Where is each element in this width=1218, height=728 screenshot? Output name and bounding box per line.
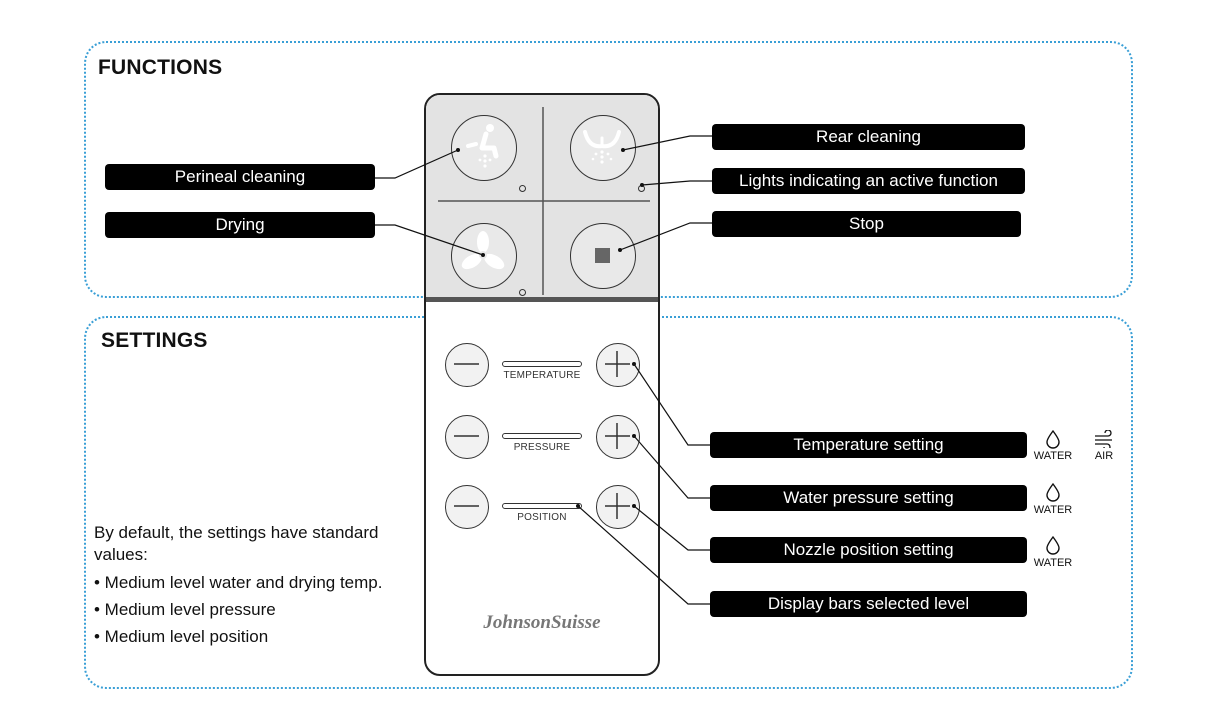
display-bars-label: Display bars selected level	[710, 591, 1027, 617]
temperature-level-bar	[502, 361, 582, 367]
temperature-setting-label: Temperature setting	[710, 432, 1027, 458]
minus-icon	[454, 363, 479, 365]
fan-icon	[461, 231, 505, 270]
perineal-cleaning-button[interactable]	[451, 115, 517, 181]
minus-icon	[454, 505, 479, 507]
defaults-item-position: • Medium level position	[94, 627, 269, 646]
position-caption: POSITION	[517, 512, 567, 523]
pressure-minus-button[interactable]	[445, 415, 489, 459]
brand-logo: JohnsonSuisse	[483, 612, 601, 633]
stop-label: Stop	[712, 211, 1021, 237]
water-drop-icon	[1046, 482, 1060, 502]
pressure-caption: PRESSURE	[513, 442, 571, 453]
water-caption: WATER	[1033, 504, 1073, 516]
stop-square-icon	[595, 248, 610, 263]
water-caption: WATER	[1033, 450, 1073, 462]
air-icon	[1095, 430, 1112, 448]
plus-icon	[605, 423, 630, 449]
water-caption: WATER	[1033, 557, 1073, 569]
perineal-icon	[466, 124, 499, 168]
settings-title: SETTINGS	[101, 329, 208, 352]
air-caption: AIR	[1094, 450, 1114, 462]
rear-cleaning-button[interactable]	[570, 115, 636, 181]
plus-icon	[605, 493, 630, 519]
remote-control: TEMPERATURE PRESSURE POSITION JohnsonSui…	[424, 93, 660, 676]
temperature-minus-button[interactable]	[445, 343, 489, 387]
perineal-cleaning-label: Perineal cleaning	[105, 164, 375, 190]
defaults-item-pressure: • Medium level pressure	[94, 600, 276, 619]
defaults-intro: By default, the settings have standard v…	[94, 523, 379, 564]
drying-indicator-light	[519, 289, 526, 296]
functions-title: FUNCTIONS	[98, 56, 223, 79]
position-level-bar	[502, 503, 582, 509]
pressure-setting-label: Water pressure setting	[710, 485, 1027, 511]
rear-icon	[583, 130, 621, 164]
minus-icon	[454, 435, 479, 437]
lights-indicator-label: Lights indicating an active function	[712, 168, 1025, 194]
water-drop-icon	[1046, 535, 1060, 555]
water-drop-icon	[1046, 429, 1060, 449]
rear-cleaning-label: Rear cleaning	[712, 124, 1025, 150]
stop-button[interactable]	[570, 223, 636, 289]
drying-label: Drying	[105, 212, 375, 238]
defaults-item-temperature: • Medium level water and drying temp.	[94, 573, 383, 592]
function-divider-lines	[438, 107, 650, 295]
pressure-level-bar	[502, 433, 582, 439]
perineal-indicator-light	[519, 185, 526, 192]
position-minus-button[interactable]	[445, 485, 489, 529]
position-setting-label: Nozzle position setting	[710, 537, 1027, 563]
temperature-caption: TEMPERATURE	[503, 370, 581, 381]
plus-icon	[605, 351, 630, 377]
